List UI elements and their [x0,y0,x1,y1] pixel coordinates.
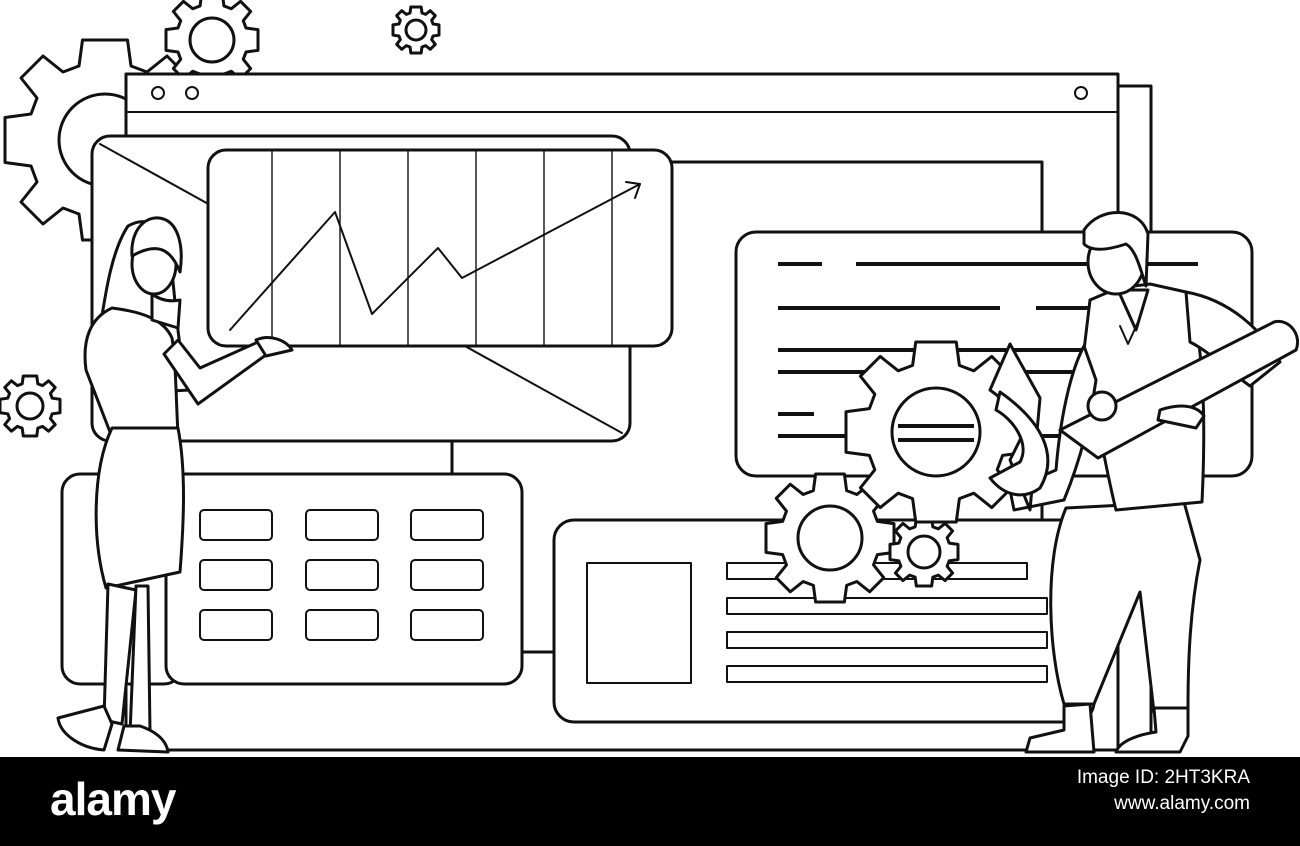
keypad-key [411,510,483,540]
image-id-block: Image ID: 2HT3KRA www.alamy.com [1077,765,1250,817]
chart-card [208,150,672,346]
top-gear-icon [166,0,258,86]
keypad-key [411,560,483,590]
site-url-text: www.alamy.com [1114,793,1250,814]
small-top-gear-icon [393,7,439,53]
stock-footer-bar: alamy Image ID: 2HT3KRA www.alamy.com [0,757,1300,846]
keypad-key [411,610,483,640]
alamy-logo: alamy [50,773,176,825]
keypad-key [200,510,272,540]
text-line [727,598,1047,614]
window-dot-icon [152,87,164,99]
illustration [0,0,1300,757]
keypad-key [200,610,272,640]
text-line [727,632,1047,648]
medium-gear-icon [766,474,894,602]
keypad-key [306,560,378,590]
keypad-key [306,510,378,540]
text-line [727,666,1047,682]
woman-presenter [58,218,292,752]
keypad-key [306,610,378,640]
window-dot-icon [1075,87,1087,99]
large-gear-icon [846,342,1026,522]
left-small-gear-icon [0,376,60,436]
trend-arrow-icon [626,182,640,198]
image-placeholder [587,563,691,683]
window-dot-icon [186,87,198,99]
keypad-key [200,560,272,590]
image-id-text: Image ID: 2HT3KRA [1076,767,1250,788]
small-spiked-gear-icon [890,518,958,586]
man-mechanic [990,212,1298,752]
trend-line [230,184,640,330]
